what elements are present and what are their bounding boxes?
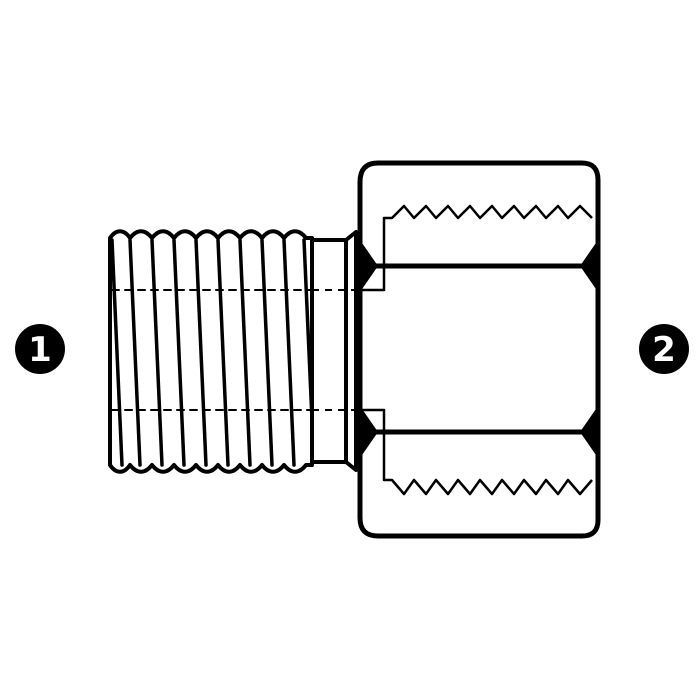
male-thread-section — [108, 229, 314, 474]
internal-thread-lower — [382, 432, 593, 496]
internal-thread-upper — [382, 204, 593, 266]
neck-chamfer — [344, 230, 358, 472]
female-hex-section — [356, 160, 601, 539]
callout-1-circle — [15, 324, 65, 374]
neck-section — [310, 230, 358, 472]
chamfer-wedges — [360, 240, 598, 458]
inner-bore-step — [356, 266, 386, 432]
callout-2-label: 2 — [652, 330, 676, 370]
callout-1-label: 1 — [28, 330, 52, 370]
callout-2: 2 — [639, 324, 689, 374]
thread-lines — [110, 238, 314, 467]
male-thread-outline — [108, 229, 314, 474]
callout-2-circle — [639, 324, 689, 374]
callout-1: 1 — [15, 324, 65, 374]
neck-outline — [310, 238, 348, 464]
hidden-bore-lines — [111, 289, 313, 411]
hex-body-outline — [357, 160, 601, 539]
